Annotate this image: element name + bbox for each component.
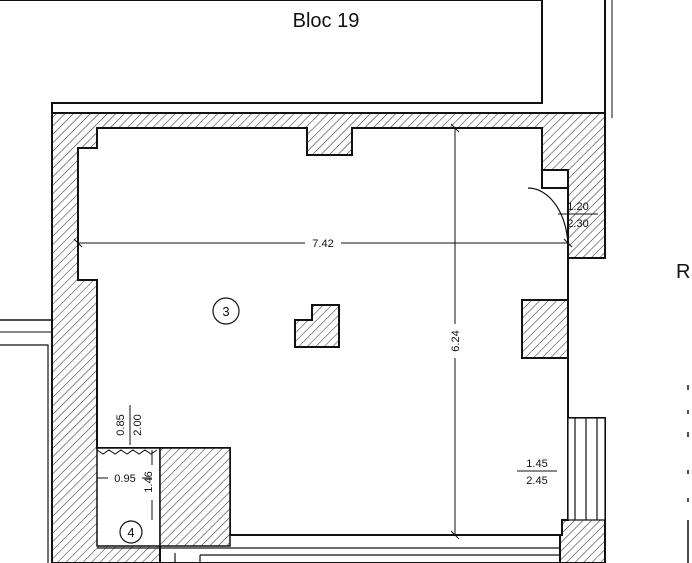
width-dimension: 7.42 <box>312 238 333 250</box>
window-height: 2.45 <box>526 475 547 487</box>
bottom-wall <box>97 547 560 563</box>
room-number-circle <box>212 297 240 325</box>
pillar <box>294 304 340 348</box>
wc-door-height: 2.00 <box>132 414 144 435</box>
block-title: Bloc 19 <box>293 10 360 32</box>
door-top-right <box>527 187 569 249</box>
window-width: 1.45 <box>526 458 547 470</box>
wc-number: 4 <box>127 525 134 540</box>
side-letter: R <box>676 261 690 283</box>
length-dimension: 6.24 <box>450 330 462 351</box>
room-number: 3 <box>222 304 229 319</box>
wc-number-circle <box>119 520 143 544</box>
wc-door-width: 0.85 <box>115 414 127 435</box>
window-right <box>567 417 606 521</box>
wc-width: 0.95 <box>114 473 135 485</box>
wc-door-zigzag <box>96 449 158 455</box>
width-label-bg <box>305 236 341 250</box>
length-label-bg <box>448 324 462 358</box>
wc-depth: 1.46 <box>143 471 155 492</box>
door-top-height: 2.30 <box>567 218 588 230</box>
wc-wall <box>159 447 231 547</box>
door-top-width: 1.20 <box>567 201 588 213</box>
